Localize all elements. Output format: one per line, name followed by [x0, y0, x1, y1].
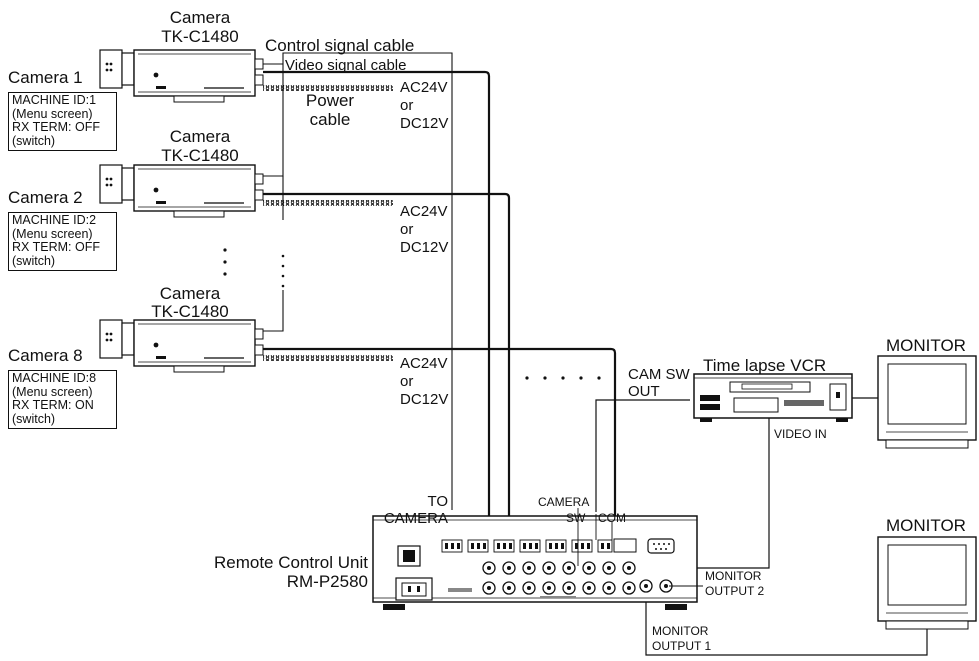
rcu-monitor-output-2-line2: OUTPUT 2: [705, 584, 765, 598]
control-signal-cable: [263, 52, 453, 510]
camera-2-machine-id: MACHINE ID:2: [12, 213, 97, 227]
camera-8-power-a: AC24V: [400, 355, 448, 372]
monitor-top-label: MONITOR: [886, 336, 966, 355]
camera-1-machine-id: MACHINE ID:1: [12, 93, 97, 107]
video-cable-gap-dots: [525, 376, 601, 380]
camera-8-settings-box: MACHINE ID:8 (Menu screen) RX TERM: ON (…: [8, 370, 117, 429]
monitor-top: [877, 355, 977, 449]
camera-2-switch-note: (switch): [12, 253, 56, 268]
video-signal-cables: [263, 70, 617, 585]
rcu-monitor-output-2-line1: MONITOR: [705, 569, 762, 583]
camera-8-name: Camera 8: [8, 346, 83, 365]
rcu-to-camera-line1: TO: [427, 493, 448, 510]
control-signal-cable-label: Control signal cable: [265, 36, 415, 55]
camera-2-menu-note: (Menu screen): [12, 226, 93, 241]
camera-gap-dots: [223, 248, 227, 276]
rcu-sw-label: SW: [566, 511, 586, 525]
cam-sw-cable: [595, 399, 690, 512]
video-signal-cable-label: Video signal cable: [285, 57, 407, 74]
power-cable-label-line2: cable: [309, 110, 351, 129]
camera-2-rx-term: RX TERM: OFF: [12, 240, 100, 254]
camera-2-name: Camera 2: [8, 188, 83, 207]
camera-1-switch-note: (switch): [12, 133, 56, 148]
camera-8-switch-note: (switch): [12, 411, 56, 426]
rcu-monitor-output-1-line1: MONITOR: [652, 624, 709, 638]
camera-8-menu-note: (Menu screen): [12, 384, 93, 399]
power-cable-2: [263, 200, 393, 206]
camera-2-model: TK-C1480: [161, 146, 239, 165]
camera-2-settings-box: MACHINE ID:2 (Menu screen) RX TERM: OFF …: [8, 212, 117, 271]
monitor-output-1-cable: [645, 590, 928, 656]
rcu-camera-label: CAMERA: [538, 495, 590, 509]
camera-8-model: TK-C1480: [151, 302, 229, 321]
camera-1-settings-box: MACHINE ID:1 (Menu screen) RX TERM: OFF …: [8, 92, 117, 151]
camera-8-rx-term: RX TERM: ON: [12, 398, 94, 412]
vcr-name: Time lapse VCR: [703, 356, 827, 375]
camera-2-power-a: AC24V: [400, 203, 448, 220]
camera-1-name: Camera 1: [8, 68, 83, 87]
camera-2-power-or: or: [400, 221, 414, 238]
camera-1-menu-note: (Menu screen): [12, 106, 93, 121]
control-cable-gap-dots: [281, 254, 285, 288]
camera-1-power-a: AC24V: [400, 79, 448, 96]
monitor-bottom-label: MONITOR: [886, 516, 966, 535]
camera-2-power-b: DC12V: [400, 239, 449, 256]
power-cable-8: [263, 355, 393, 361]
camera-1-model: TK-C1480: [161, 27, 239, 46]
camera-1-power-or: or: [400, 97, 414, 114]
vcr-cam-sw-line2: OUT: [628, 383, 660, 400]
power-cable-label-line1: Power: [305, 91, 355, 110]
camera-8-machine-id: MACHINE ID:8: [12, 371, 97, 385]
rcu-name: Remote Control Unit: [213, 553, 368, 572]
rcu-com-label: COM: [598, 511, 626, 525]
rcu-monitor-output-1-line2: OUTPUT 1: [652, 639, 712, 653]
monitor-bottom: [877, 536, 977, 630]
camera-1-model-word: Camera: [169, 8, 231, 27]
camera-1-power-b: DC12V: [400, 115, 449, 132]
camera-2-unit: [99, 164, 264, 218]
camera-8-power-or: or: [400, 373, 414, 390]
camera-2-model-word: Camera: [169, 127, 231, 146]
camera-1-unit: [99, 49, 264, 103]
vcr-cam-sw-line1: CAM SW: [628, 366, 690, 383]
remote-control-unit: [372, 515, 698, 610]
rcu-model: RM-P2580: [286, 572, 368, 591]
power-cable-1: [263, 85, 393, 91]
camera-8-model-word: Camera: [159, 284, 221, 303]
camera-1-rx-term: RX TERM: OFF: [12, 120, 100, 134]
rcu-leader-lines: [577, 508, 703, 587]
rcu-to-camera-line2: CAMERA: [383, 510, 448, 527]
camera-8-power-b: DC12V: [400, 391, 449, 408]
vcr-video-in: VIDEO IN: [774, 427, 827, 441]
time-lapse-vcr: [693, 373, 853, 422]
camera-8-unit: [99, 319, 264, 373]
